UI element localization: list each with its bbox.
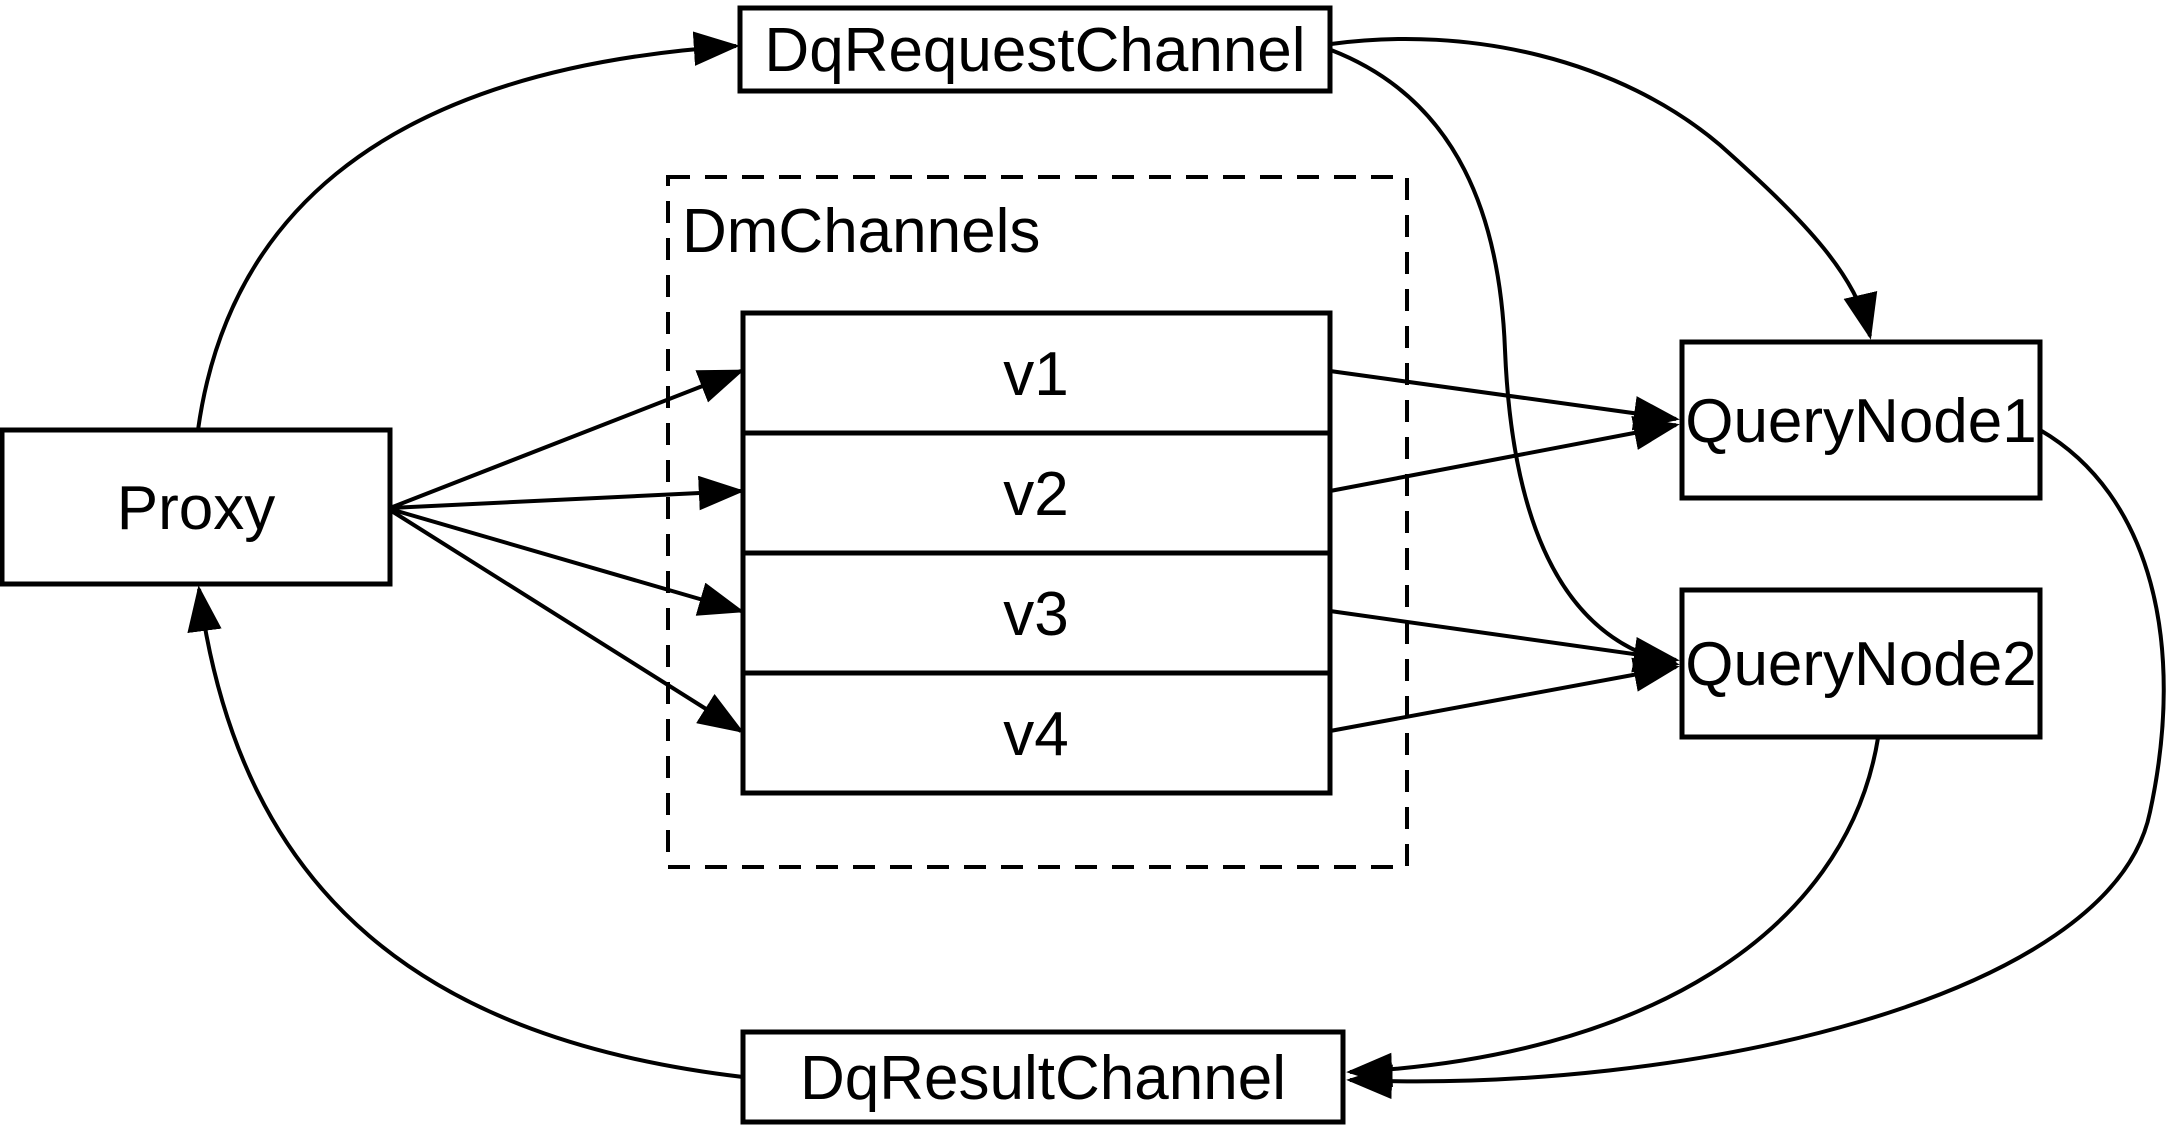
dqrequestchannel-label: DqRequestChannel: [764, 16, 1305, 85]
edge-proxy-to-v1: [389, 369, 745, 510]
node-dqresultchannel: DqResultChannel: [740, 1029, 1346, 1125]
edge-dqrequestchannel-to-querynode1: [1330, 36, 1878, 340]
dmchannels-dashed-box: [666, 175, 1409, 869]
edge-v4-to-querynode2: [1329, 657, 1680, 733]
channel-v1-label: v1: [1003, 340, 1068, 409]
edge-v3-to-querynode2: [1329, 609, 1680, 672]
querynode1-box: [1679, 339, 2043, 501]
node-dqrequestchannel: DqRequestChannel: [737, 5, 1333, 94]
dqresultchannel-label: DqResultChannel: [800, 1044, 1286, 1113]
node-querynode2: QueryNode2: [1679, 587, 2043, 740]
channel-v3-label: v3: [1003, 580, 1068, 649]
edge-proxy-to-v2: [389, 475, 745, 511]
querynode1-label: QueryNode1: [1685, 387, 2037, 456]
dqrequestchannel-box: [737, 5, 1333, 94]
edge-querynode1-to-dqresultchannel: [1346, 428, 2166, 1100]
edge-v2-to-querynode1: [1329, 415, 1680, 493]
node-proxy: Proxy: [0, 427, 393, 587]
dqresultchannel-box: [740, 1029, 1346, 1125]
edge-dqrequestchannel-to-querynode2: [1330, 48, 1680, 673]
edge-proxy-to-dqrequestchannel: [196, 31, 740, 431]
querynode2-box: [1679, 587, 2043, 740]
edge-proxy-to-v4: [388, 508, 745, 734]
channel-v4-label: v4: [1003, 700, 1068, 769]
edge-querynode2-to-dqresultchannel: [1346, 737, 1880, 1088]
proxy-label: Proxy: [117, 474, 275, 543]
querynode2-label: QueryNode2: [1685, 630, 2037, 699]
node-querynode1: QueryNode1: [1679, 339, 2043, 501]
group-dmchannels: DmChannels v1 v2 v3 v4: [666, 175, 1409, 869]
edge-v1-to-querynode1: [1329, 369, 1680, 431]
proxy-box: [0, 427, 393, 587]
edge-proxy-to-v3: [389, 507, 745, 616]
dmchannels-label: DmChannels: [682, 197, 1040, 266]
channel-v2-label: v2: [1003, 460, 1068, 529]
edge-dqresultchannel-to-proxy: [187, 585, 744, 1079]
